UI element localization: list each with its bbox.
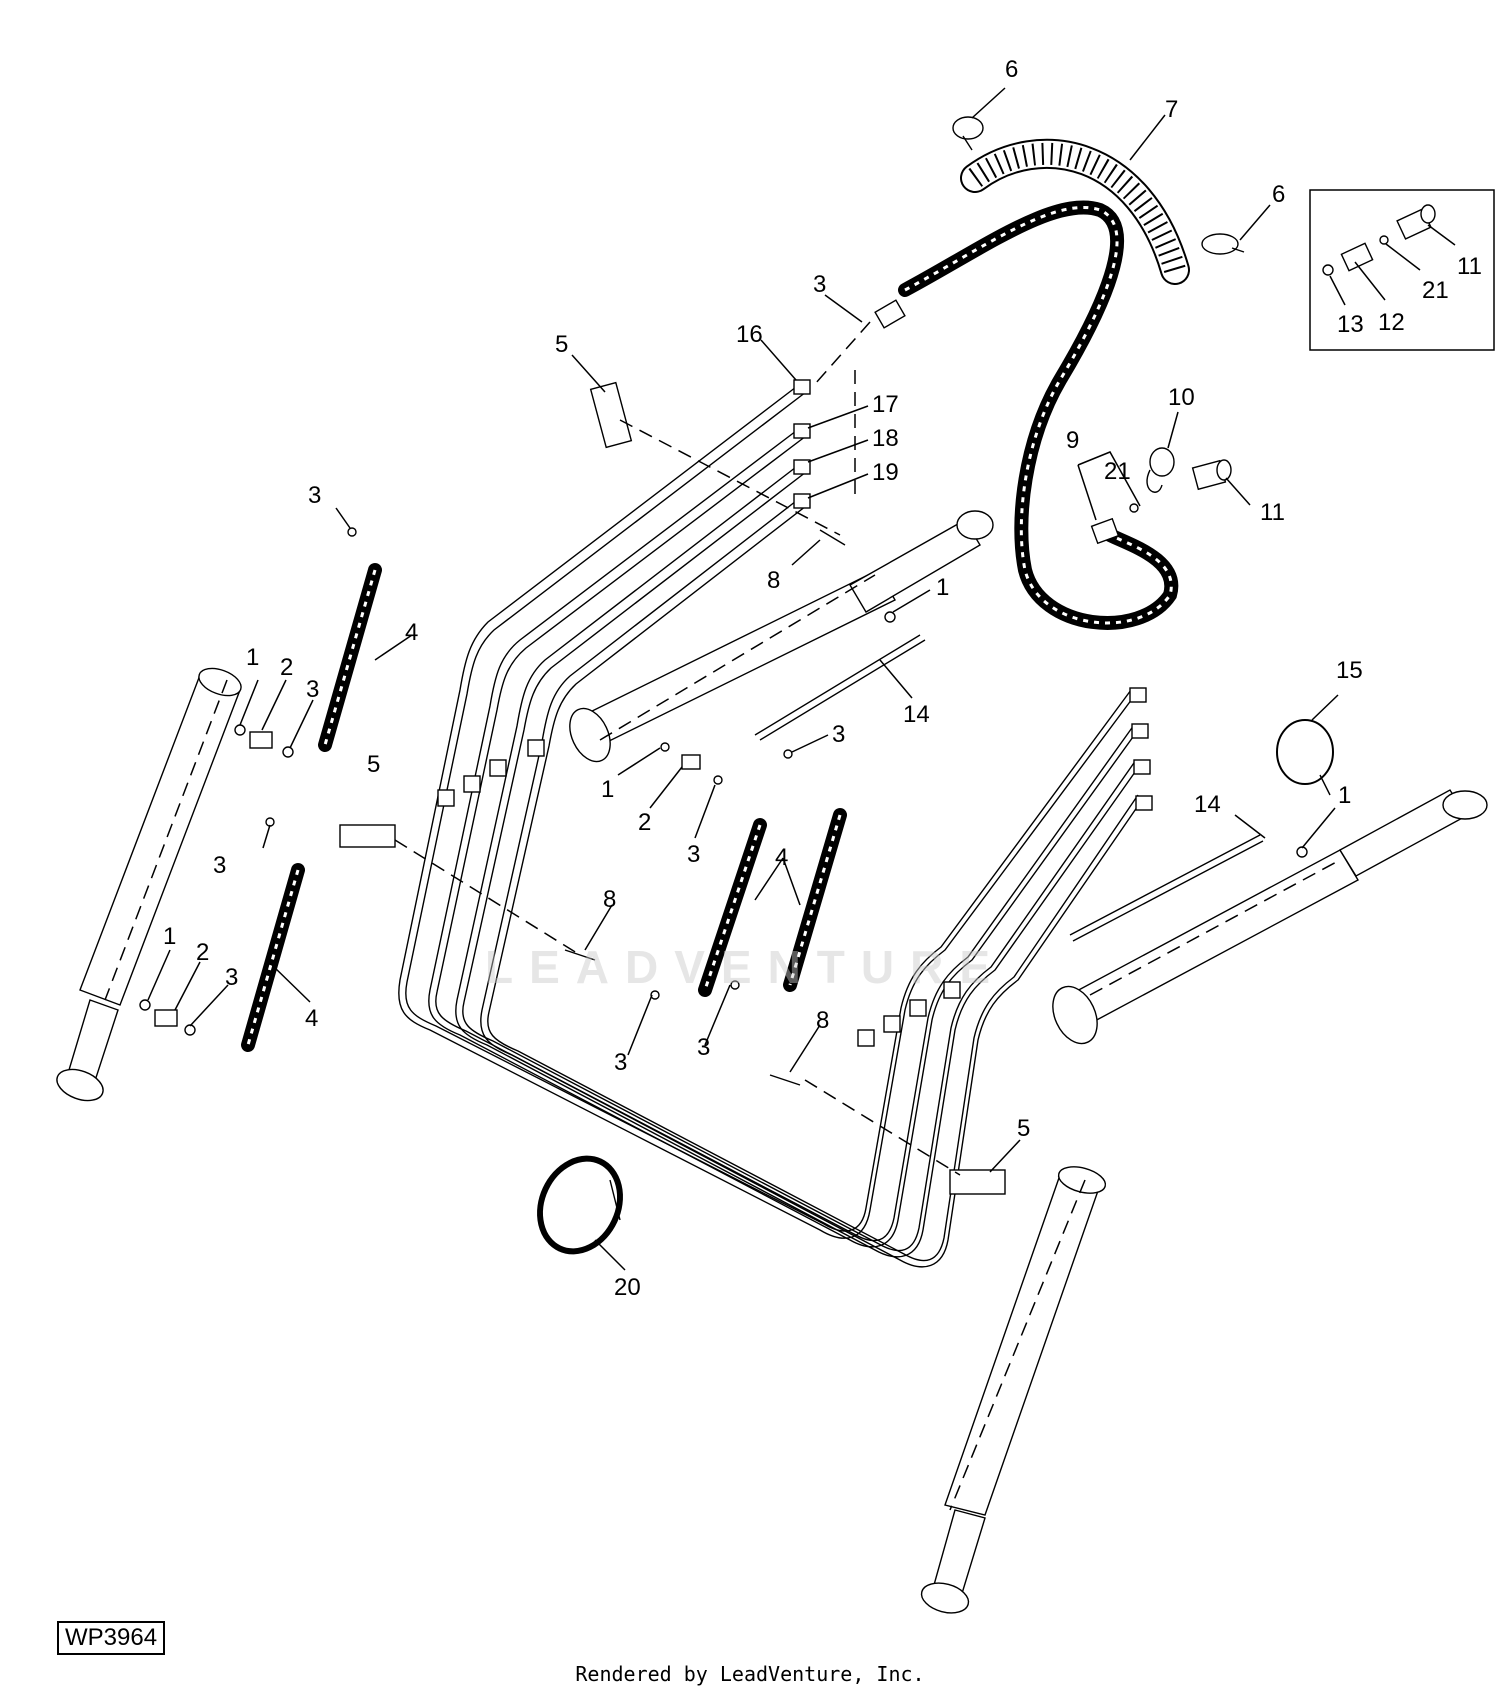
rod-14-right	[1069, 834, 1264, 942]
clamp-block-5-top	[589, 381, 633, 449]
inset-plug-13	[1322, 264, 1334, 276]
hose-4-upper-left	[318, 563, 382, 752]
callout-17: 17	[872, 391, 899, 418]
footer-credit: Rendered by LeadVenture, Inc.	[575, 1662, 925, 1686]
dust-cap-10	[1146, 447, 1175, 493]
callout-15: 15	[1336, 657, 1363, 684]
callout-11-inset: 11	[1457, 253, 1482, 280]
cylinder-right	[1052, 789, 1488, 1045]
fittings-center	[650, 611, 1308, 1000]
callout-14b: 14	[1194, 791, 1221, 818]
cylinder-bottom	[920, 1166, 1107, 1614]
callout-5c: 5	[1017, 1115, 1030, 1142]
callout-13: 13	[1337, 311, 1364, 338]
callout-5b: 5	[367, 751, 380, 778]
cap-screw-8-bottom	[769, 1074, 801, 1086]
inset-o-ring-21	[1379, 235, 1389, 245]
hose-end-fitting-9	[1090, 517, 1120, 545]
callout-21-mid: 21	[1104, 458, 1131, 485]
callout-20: 20	[614, 1274, 641, 1301]
callout-10: 10	[1168, 384, 1195, 411]
callout-3i: 3	[697, 1034, 710, 1061]
hose-4-lower-left	[241, 863, 305, 1052]
clamp-block-5-left	[339, 824, 396, 848]
o-ring-21-mid	[1129, 503, 1139, 513]
callout-1c: 1	[601, 776, 614, 803]
inset-adapter-12	[1340, 242, 1374, 272]
callout-7: 7	[1165, 96, 1178, 123]
callout-18: 18	[872, 425, 899, 452]
callout-3h: 3	[614, 1049, 627, 1076]
callout-8b: 8	[603, 886, 616, 913]
callout-3a: 3	[813, 271, 826, 298]
inset-coupler-11	[1396, 204, 1436, 240]
callout-3d: 3	[832, 721, 845, 748]
callout-labels: 6 7 6 11 21 12 13 3 16 5 17 18 19 10 9 2…	[163, 56, 1482, 1301]
callout-5a: 5	[555, 331, 568, 358]
fittings-left-upper	[234, 527, 357, 758]
callout-6b: 6	[1272, 181, 1285, 208]
fittings-left-lower	[139, 817, 275, 1036]
inset-box	[1309, 189, 1495, 351]
cap-screw-8-top	[819, 529, 846, 546]
drawing-id: WP3964	[57, 1621, 166, 1655]
callout-6a: 6	[1005, 56, 1018, 83]
callout-3c: 3	[306, 676, 319, 703]
band-clamp-20	[537, 1155, 623, 1255]
cylinder-left	[56, 667, 242, 1102]
callout-14a: 14	[903, 701, 930, 728]
callout-2c: 2	[196, 939, 209, 966]
hose-4-center-b	[783, 808, 847, 992]
callout-1a: 1	[936, 574, 949, 601]
callout-19: 19	[872, 459, 899, 486]
callout-2a: 2	[280, 654, 293, 681]
callout-1b: 1	[246, 644, 259, 671]
callout-3e: 3	[213, 852, 226, 879]
callout-2b: 2	[638, 809, 651, 836]
callout-12: 12	[1378, 309, 1405, 336]
assembly-lines	[104, 321, 1341, 1511]
band-clamp-15	[1276, 719, 1334, 796]
tube-fittings	[437, 379, 1153, 1047]
hose-clamp-top	[952, 116, 984, 151]
rod-14-center	[754, 634, 926, 741]
callout-16: 16	[736, 321, 763, 348]
callout-9: 9	[1066, 427, 1079, 454]
hose-guard-sleeve	[960, 138, 1190, 285]
callout-3b: 3	[308, 482, 321, 509]
callout-1e: 1	[163, 923, 176, 950]
main-hydraulic-hose	[874, 200, 1179, 630]
steel-tube-bundle	[398, 383, 1143, 1268]
callout-1d: 1	[1338, 782, 1351, 809]
cylinder-center	[569, 510, 994, 763]
callout-3f: 3	[687, 841, 700, 868]
callout-3g: 3	[225, 964, 238, 991]
callout-8a: 8	[767, 567, 780, 594]
watermark: LEADVENTURE	[485, 941, 1007, 993]
callout-11-mid: 11	[1260, 499, 1285, 526]
coupler-11-mid	[1191, 459, 1232, 491]
hose-clamp-right	[1201, 233, 1245, 255]
callout-21-inset: 21	[1422, 277, 1449, 304]
leader-lines	[147, 87, 1456, 1271]
callout-4b: 4	[775, 844, 788, 871]
hose-4-center-a	[698, 818, 767, 997]
callout-4c: 4	[305, 1005, 318, 1032]
cap-screw-8-mid	[564, 949, 596, 961]
callout-4a: 4	[405, 619, 418, 646]
callout-8c: 8	[816, 1007, 829, 1034]
